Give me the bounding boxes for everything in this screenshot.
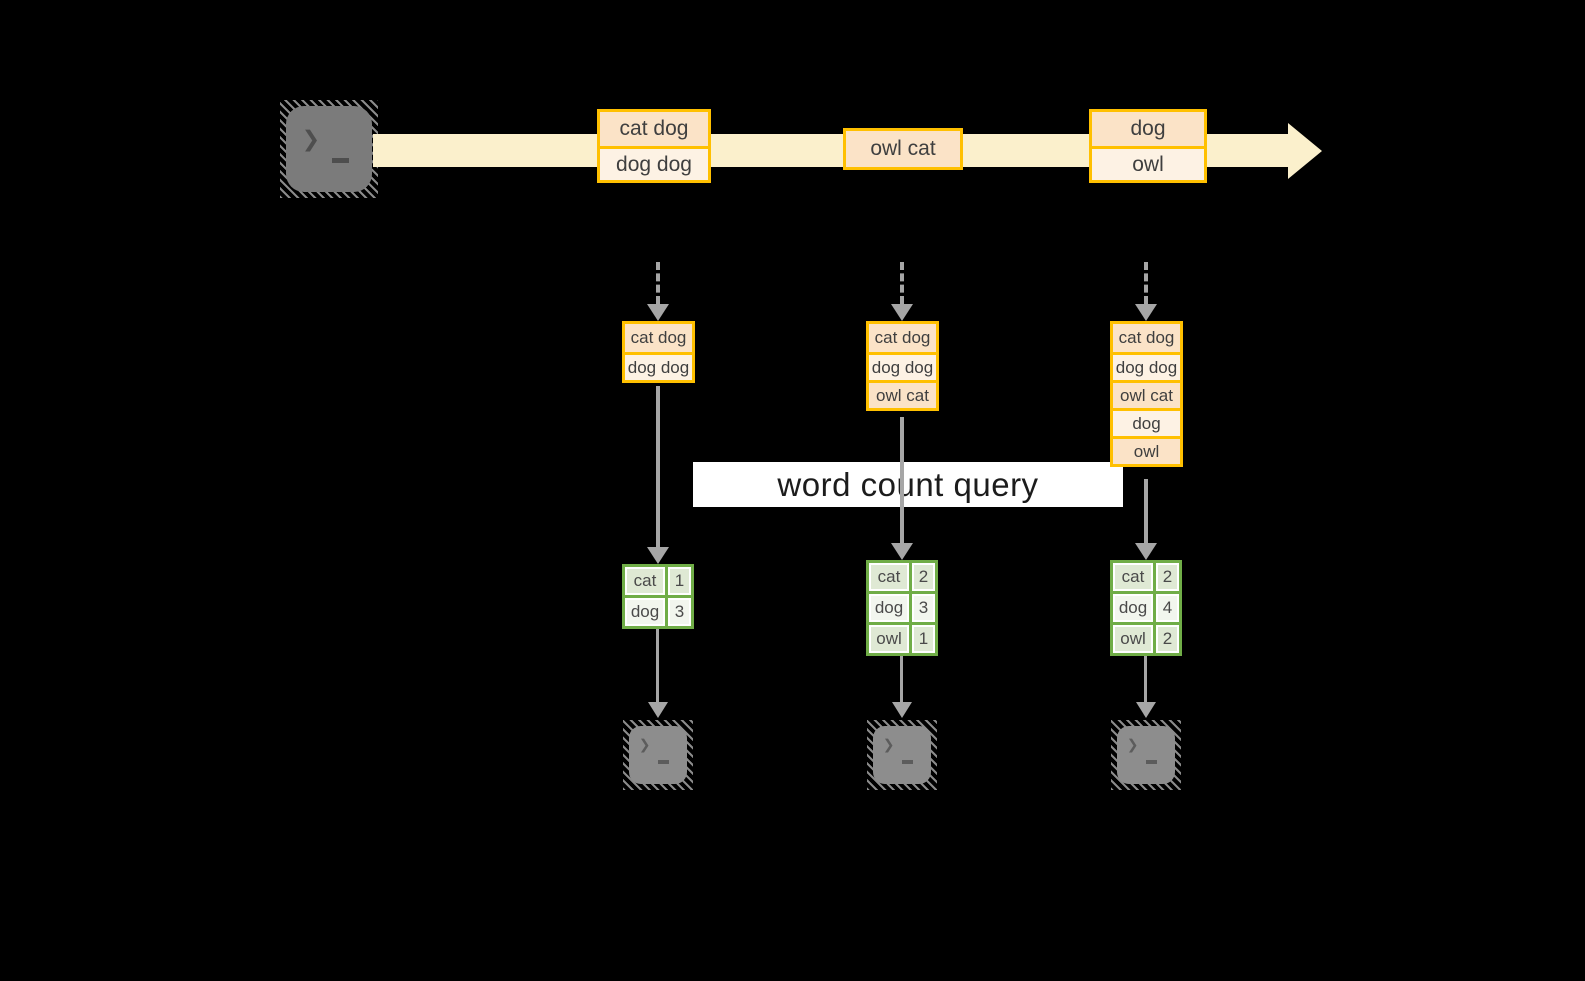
window-to-table-arrow <box>656 386 660 547</box>
sink-terminal-icon: ❯ <box>623 720 693 790</box>
event-row: dog <box>1092 112 1204 146</box>
stream-event-group-1: cat dog dog dog <box>597 109 711 183</box>
count-cell: 3 <box>668 598 691 626</box>
window-buffer-1: cat dog dog dog <box>622 321 695 383</box>
event-row: dog dog <box>600 146 708 180</box>
count-cell: 2 <box>912 563 935 591</box>
window-buffer-2: cat dog dog dog owl cat <box>866 321 939 411</box>
count-cell: 3 <box>912 594 935 622</box>
word-cell: cat <box>625 567 665 595</box>
terminal-face: ❯ <box>286 106 372 192</box>
word-cell: dog <box>869 594 909 622</box>
arrow-head-icon <box>647 547 669 564</box>
word-cell: cat <box>1113 563 1153 591</box>
window-row: dog <box>1113 408 1180 436</box>
word-cell: owl <box>1113 625 1153 653</box>
window-row: owl cat <box>869 380 936 408</box>
window-buffer-3: cat dog dog dog owl cat dog owl <box>1110 321 1183 467</box>
sink-terminal-icon: ❯ <box>1111 720 1181 790</box>
prompt-cursor-icon <box>902 760 913 764</box>
arrow-head-icon <box>892 702 912 718</box>
word-cell: dog <box>1113 594 1153 622</box>
arrow-head-icon <box>891 304 913 321</box>
word-count-query-banner: word count query <box>693 462 1123 507</box>
arrow-head-icon <box>1135 304 1157 321</box>
window-row: dog dog <box>1113 352 1180 380</box>
prompt-chevron-icon: ❯ <box>639 734 651 756</box>
stream-arrowhead-icon <box>1288 123 1322 179</box>
prompt-cursor-icon <box>1146 760 1157 764</box>
window-row: owl <box>1113 436 1180 464</box>
sink-terminal-icon: ❯ <box>867 720 937 790</box>
word-cell: dog <box>625 598 665 626</box>
table-to-sink-arrow <box>900 656 903 702</box>
count-cell: 4 <box>1156 594 1179 622</box>
table-to-sink-arrow <box>1144 656 1147 702</box>
prompt-chevron-icon: ❯ <box>1127 734 1139 756</box>
prompt-cursor-icon <box>658 760 669 764</box>
stream-to-window-dashed-arrow <box>656 262 660 304</box>
count-cell: 2 <box>1156 563 1179 591</box>
window-row: owl cat <box>1113 380 1180 408</box>
event-row: owl cat <box>846 131 960 167</box>
event-row: owl <box>1092 146 1204 180</box>
terminal-face: ❯ <box>1117 726 1175 784</box>
word-cell: owl <box>869 625 909 653</box>
word-cell: cat <box>869 563 909 591</box>
count-table-2: cat 2 dog 3 owl 1 <box>866 560 938 656</box>
window-to-table-arrow <box>900 417 904 543</box>
window-row: cat dog <box>625 324 692 352</box>
stream-to-window-dashed-arrow <box>1144 262 1148 304</box>
prompt-chevron-icon: ❯ <box>302 122 321 157</box>
event-row: cat dog <box>600 112 708 146</box>
stream-to-window-dashed-arrow <box>900 262 904 304</box>
count-cell: 2 <box>1156 625 1179 653</box>
window-row: cat dog <box>1113 324 1180 352</box>
arrow-head-icon <box>647 304 669 321</box>
terminal-face: ❯ <box>873 726 931 784</box>
window-to-table-arrow <box>1144 479 1148 543</box>
prompt-cursor-icon <box>332 158 349 163</box>
terminal-face: ❯ <box>629 726 687 784</box>
count-cell: 1 <box>912 625 935 653</box>
arrow-head-icon <box>1136 702 1156 718</box>
stream-event-group-3: dog owl <box>1089 109 1207 183</box>
window-row: cat dog <box>869 324 936 352</box>
prompt-chevron-icon: ❯ <box>883 734 895 756</box>
arrow-head-icon <box>648 702 668 718</box>
window-row: dog dog <box>869 352 936 380</box>
window-row: dog dog <box>625 352 692 380</box>
arrow-head-icon <box>891 543 913 560</box>
count-table-3: cat 2 dog 4 owl 2 <box>1110 560 1182 656</box>
stream-event-group-2: owl cat <box>843 128 963 170</box>
table-to-sink-arrow <box>656 629 659 702</box>
source-terminal-icon: ❯ <box>280 100 378 198</box>
count-cell: 1 <box>668 567 691 595</box>
arrow-head-icon <box>1135 543 1157 560</box>
count-table-1: cat 1 dog 3 <box>622 564 694 629</box>
